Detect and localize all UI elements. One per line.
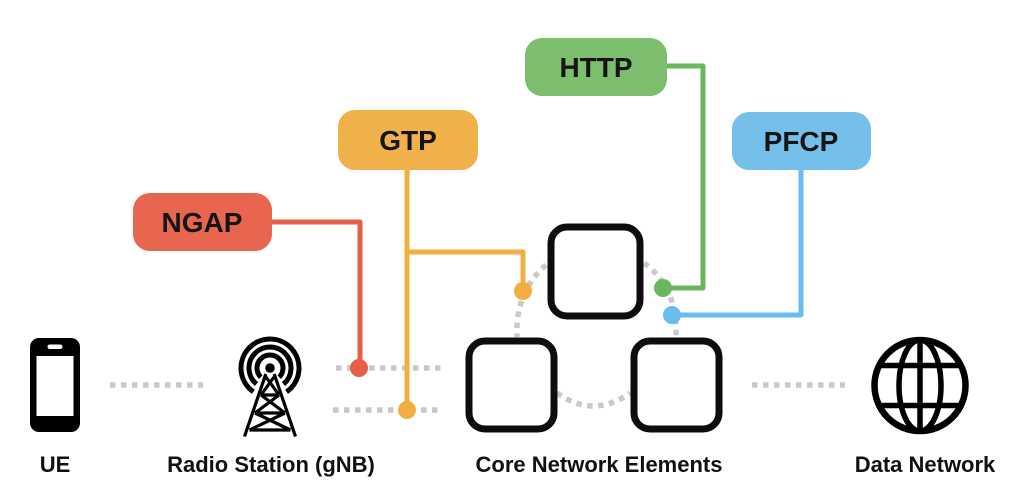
dn-label: Data Network [855, 452, 996, 477]
ngap-label: NGAP [162, 207, 243, 238]
tower-wave-ring-inner [254, 352, 286, 379]
core-network-boxes [465, 223, 723, 433]
gtp-connector-branch-line [404, 249, 526, 288]
leftbox-rightbox-dotted-arc [555, 390, 632, 409]
pfcp-label-box [732, 112, 871, 170]
ngap-endpoint-dot [350, 359, 368, 377]
http-label: HTTP [559, 52, 632, 83]
core-box-top [547, 223, 644, 320]
core-label: Core Network Elements [476, 452, 723, 477]
tower-lattice [242, 373, 298, 438]
pfcp-endpoint-dot [663, 306, 681, 324]
protocol-labels: NGAP GTP HTTP PFCP [133, 38, 871, 251]
smartphone-icon [30, 338, 80, 432]
node-labels: UE Radio Station (gNB) Core Network Elem… [40, 452, 996, 477]
gnb-label: Radio Station (gNB) [167, 452, 375, 477]
http-label-box [525, 38, 667, 96]
protocol-connectors [272, 63, 804, 407]
tower-antenna-dot [265, 363, 275, 373]
gtp-label: GTP [379, 125, 437, 156]
topbox-rightbox-dotted-arc [642, 260, 679, 337]
interface-endpoint-dots [350, 279, 681, 419]
gtp-label-box [338, 110, 478, 170]
phone-screen [36, 356, 74, 416]
core-box-right [630, 337, 723, 433]
ue-label: UE [40, 452, 71, 477]
dotted-links [110, 260, 845, 413]
phone-speaker [47, 344, 63, 349]
ngap-label-box [133, 193, 272, 251]
pfcp-label: PFCP [764, 126, 839, 157]
http-connector-line [666, 63, 706, 291]
core-box-left [465, 337, 558, 433]
tower-wave-ring-outer [238, 336, 302, 394]
http-endpoint-dot [654, 279, 672, 297]
ngap-connector-line [272, 219, 363, 365]
globe-icon [871, 336, 969, 435]
pfcp-connector-line [675, 170, 804, 318]
gtp-endpoint-dot-core [514, 282, 532, 300]
radio-tower-icon [238, 336, 302, 438]
gtp-endpoint-dot-lower [398, 401, 416, 419]
tower-wave-ring-middle [246, 344, 294, 387]
